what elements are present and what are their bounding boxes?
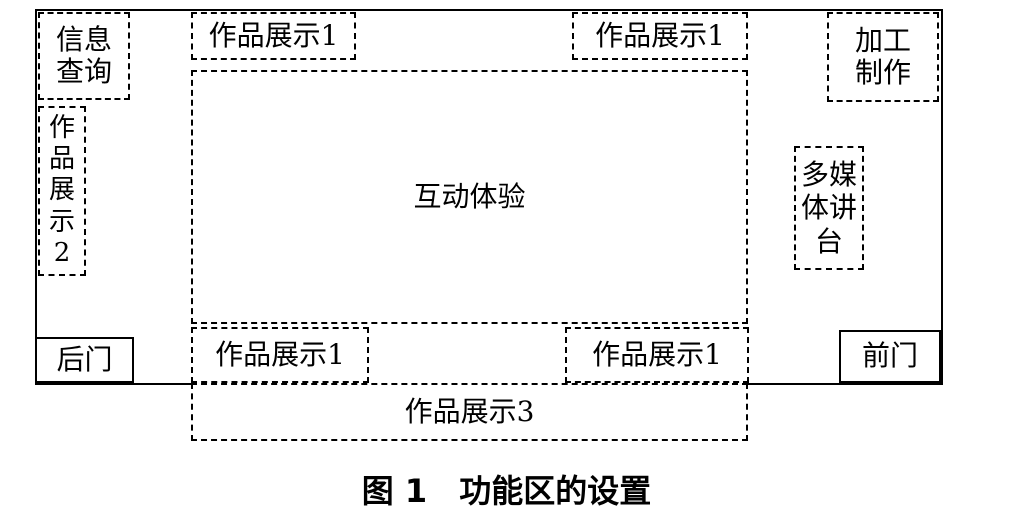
zone-processing-label: 加工制作 [854,23,911,89]
zone-works-display-1-top-right: 作品展示1 [572,12,748,60]
zone-works-display-1-bottom-right-label: 作品展示1 [592,337,722,371]
zone-works-display-1-top-left-label: 作品展示1 [208,18,339,52]
zone-info-query: 信息查询 [38,12,130,100]
zone-works-display-2: 作品展示2 [38,106,86,276]
zone-works-display-1-bottom-left-label: 作品展示1 [215,337,345,371]
zone-multimedia-podium: 多媒体讲台 [794,146,864,270]
zone-works-display-2-label: 作品展示2 [49,113,75,269]
zone-works-display-1-bottom-left: 作品展示1 [191,327,369,383]
zone-processing: 加工制作 [827,12,939,102]
zone-works-display-3: 作品展示3 [191,383,748,441]
figure-caption: 图 1 功能区的设置 [361,472,652,510]
front-door-label: 前门 [861,339,918,373]
zone-interactive-experience: 互动体验 [191,70,748,324]
zone-works-display-1-top-left: 作品展示1 [191,12,356,60]
zone-info-query-label: 信息查询 [55,22,112,88]
zone-works-display-3-label: 作品展示3 [404,394,535,428]
back-door-label: 后门 [56,342,113,376]
zone-multimedia-podium-label: 多媒体讲台 [800,157,857,258]
zone-works-display-1-bottom-right: 作品展示1 [565,327,749,383]
zone-works-display-1-top-right-label: 作品展示1 [595,18,725,52]
zone-works-display-2-text: 作品展示2 [49,113,76,268]
zone-interactive-experience-label: 互动体验 [413,179,526,213]
back-door: 后门 [35,337,134,383]
front-door: 前门 [839,330,941,383]
